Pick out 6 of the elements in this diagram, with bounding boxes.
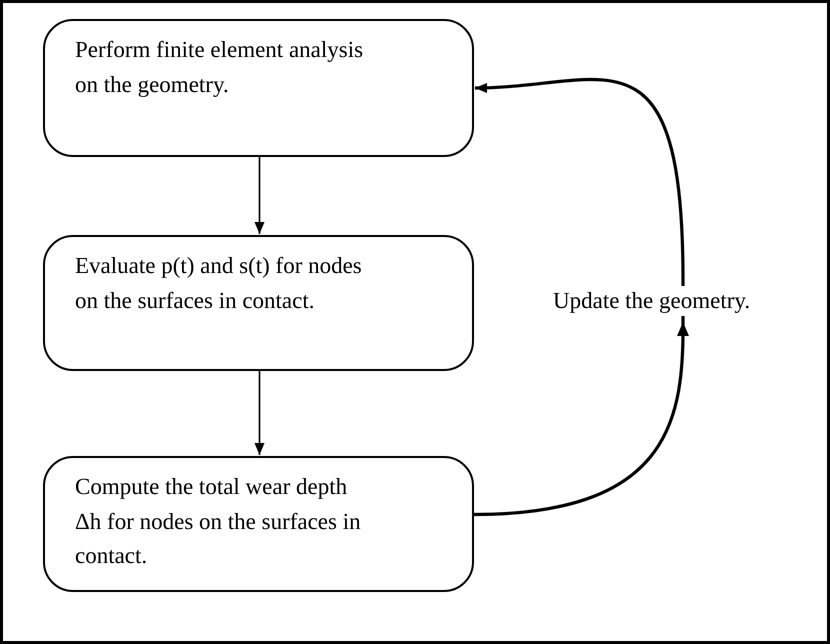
step-text: Compute the total wear depth Δh for nodes on the surfaces in contact. [75,473,362,570]
process-box [43,456,474,592]
step-text: Perform finite element analysis on the geometry. [75,36,364,99]
step-text: Evaluate p(t) and s(t) for nodes on the surfaces in contact. [75,252,363,314]
process-box [43,19,474,157]
process-box [43,235,474,371]
